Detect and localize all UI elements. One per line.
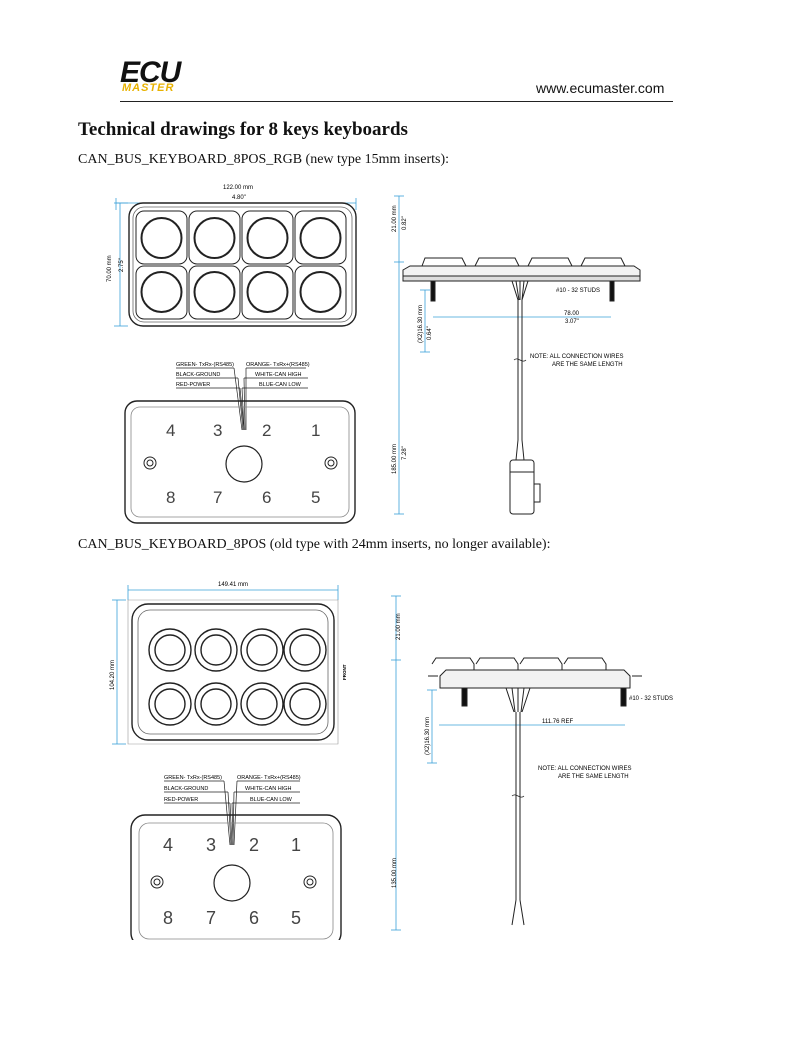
- keyboard-back-view-old: [130, 814, 342, 940]
- stud-label: #10 - 32 STUDS: [556, 288, 600, 294]
- caption-new-type: CAN_BUS_KEYBOARD_8POS_RGB (new type 15mm…: [78, 152, 450, 167]
- height-mm-label: 70.00 mm: [107, 255, 113, 282]
- key-grid-top: [135, 210, 347, 320]
- key-number: 2: [262, 421, 271, 440]
- side-dimension-lines-old: [391, 595, 625, 931]
- logo-main-text: ECU: [120, 56, 181, 89]
- wire-white: WHITE-CAN HIGH: [245, 786, 291, 792]
- header-divider: [120, 101, 673, 102]
- cable-mm-label: 185.00 mm: [392, 444, 398, 474]
- wire-legend-new: GREEN- TxRx-(RS485) BLACK-GROUND RED-POW…: [176, 362, 310, 388]
- stud-spacing-mm-label: 78.00: [564, 311, 580, 317]
- key-number: 8: [166, 488, 175, 507]
- side-view-body: [402, 257, 641, 515]
- wire-orange: ORANGE- TxRx+(RS485): [246, 362, 310, 368]
- wire-leader-lines-old: [164, 780, 300, 846]
- stud-spacing-in-label: 3.07": [565, 319, 579, 325]
- wire-red: RED-POWER: [164, 797, 198, 803]
- width-mm-label: 149.41 mm: [218, 582, 248, 588]
- cable-in-label: 7.28": [402, 446, 408, 460]
- wire-legend-old: GREEN- TxRx-(RS485) BLACK-GROUND RED-POW…: [164, 775, 301, 803]
- key-number: 7: [206, 908, 216, 928]
- wire-green: GREEN- TxRx-(RS485): [176, 362, 234, 368]
- keyboard-front-outline-old: [127, 599, 339, 745]
- wire-blue: BLUE-CAN LOW: [250, 797, 293, 803]
- keyboard-back-view: [124, 400, 356, 524]
- stud-length-mm-label: (X2)16.30 mm: [425, 717, 431, 755]
- note-line-1: NOTE: ALL CONNECTION WIRES: [538, 766, 631, 772]
- caption-old-type: CAN_BUS_KEYBOARD_8POS (old type with 24m…: [78, 537, 551, 552]
- height-in-label: 2.75": [119, 258, 125, 272]
- depth-in-label: 0.82": [402, 216, 408, 230]
- drawing-new-type: 122.00 mm 4.80" 70.00 mm 2.75" 21.00 mm …: [107, 185, 641, 524]
- wire-white: WHITE-CAN HIGH: [255, 372, 301, 378]
- depth-mm-label: 21.00 mm: [396, 613, 402, 640]
- key-grid-old: [148, 628, 327, 726]
- key-number: 5: [311, 488, 320, 507]
- key-number: 1: [311, 421, 320, 440]
- ecumaster-logo: ECU MASTER: [120, 58, 200, 98]
- key-number: 4: [166, 421, 175, 440]
- page-title: Technical drawings for 8 keys keyboards: [78, 119, 408, 140]
- front-label: FRONT: [342, 664, 347, 680]
- key-number: 3: [213, 421, 222, 440]
- key-number: 2: [249, 835, 259, 855]
- key-numbers-old: 4 3 2 1 8 7 6 5: [163, 835, 301, 928]
- note-line-2: ARE THE SAME LENGTH: [552, 362, 623, 368]
- depth-mm-label: 21.00 mm: [392, 205, 398, 232]
- wire-black: BLACK-GROUND: [176, 372, 220, 378]
- height-mm-label: 104.20 mm: [110, 660, 116, 690]
- stud-label: #10 - 32 STUDS: [629, 696, 673, 702]
- note-line-1: NOTE: ALL CONNECTION WIRES: [530, 354, 623, 360]
- key-number: 3: [206, 835, 216, 855]
- wire-orange: ORANGE- TxRx+(RS485): [237, 775, 301, 781]
- keyboard-front-outline: [128, 202, 357, 327]
- side-view-body-old: [428, 657, 642, 926]
- wire-blue: BLUE-CAN LOW: [259, 382, 302, 388]
- dimension-lines-top-old: [112, 585, 339, 745]
- key-number: 5: [291, 908, 301, 928]
- cable-mm-label: 135.00 mm: [392, 858, 398, 888]
- stud-spacing-label: 111.76 REF: [542, 719, 573, 725]
- key-number: 1: [291, 835, 301, 855]
- website-url[interactable]: www.ecumaster.com: [536, 80, 665, 96]
- drawing-old-type: 149.41 mm 104.20 mm FRONT 21.00 mm 135.0…: [110, 582, 673, 940]
- wire-red: RED-POWER: [176, 382, 210, 388]
- key-number: 7: [213, 488, 222, 507]
- wire-green: GREEN- TxRx-(RS485): [164, 775, 222, 781]
- stud-length-in-label: 0.64": [427, 326, 433, 340]
- key-numbers-new: 4 3 2 1 8 7 6 5: [166, 421, 320, 507]
- logo-sub-text: MASTER: [122, 82, 175, 94]
- width-mm-label: 122.00 mm: [223, 185, 253, 191]
- width-in-label: 4.80": [232, 195, 246, 201]
- wire-black: BLACK-GROUND: [164, 786, 208, 792]
- stud-length-mm-label: (X2)16.30 mm: [418, 305, 424, 343]
- key-number: 8: [163, 908, 173, 928]
- key-number: 6: [262, 488, 271, 507]
- note-line-2: ARE THE SAME LENGTH: [558, 774, 629, 780]
- key-number: 6: [249, 908, 259, 928]
- wire-leader-lines-new: [176, 367, 308, 431]
- key-number: 4: [163, 835, 173, 855]
